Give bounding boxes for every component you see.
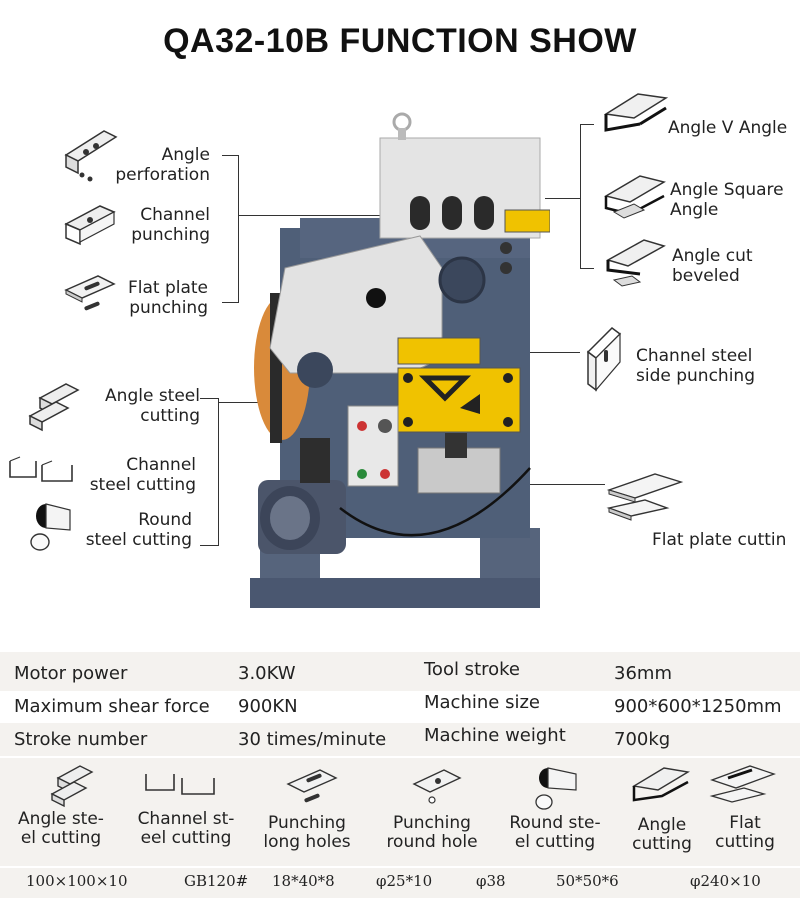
flat-plate-cutting-icon bbox=[606, 473, 684, 521]
spec-value: 3.0KW bbox=[238, 663, 296, 684]
function-label: Channel st-eel cutting bbox=[137, 809, 235, 848]
flat-plate-punching-icon bbox=[64, 275, 116, 311]
spec-row: Maximum shear force 900KN Machine size 9… bbox=[0, 691, 800, 723]
function-label: Round ste-el cutting bbox=[509, 813, 601, 852]
round-steel-cutting-icon bbox=[535, 767, 577, 810]
leader-line bbox=[530, 352, 580, 353]
function-row: Angle ste-el cutting Channel st-eel cutt… bbox=[0, 758, 800, 866]
channel-punching-icon bbox=[64, 205, 116, 246]
leader-line bbox=[200, 398, 218, 399]
spec-value: 30 times/minute bbox=[238, 729, 387, 750]
function-label: Angle ste-el cutting bbox=[18, 809, 104, 848]
spec-row: Stroke number 30 times/minute Machine we… bbox=[0, 724, 800, 756]
dimension-value: 18*40*8 bbox=[272, 872, 335, 890]
dimensions-row: 100×100×10 GB120# 18*40*8 φ25*10 φ38 50*… bbox=[0, 868, 800, 898]
channel-steel-side-punching-icon bbox=[586, 327, 622, 392]
spec-value: 700kg bbox=[614, 729, 671, 750]
spec-key: Stroke number bbox=[14, 729, 148, 750]
leader-line bbox=[580, 124, 594, 125]
angle-v-angle-icon bbox=[603, 93, 669, 132]
dimension-value: 50*50*6 bbox=[556, 872, 619, 890]
leader-line bbox=[222, 155, 238, 156]
spec-key: Motor power bbox=[14, 663, 128, 684]
label-flat-plate-cutting: Flat plate cuttin bbox=[652, 530, 787, 550]
spec-key: Maximum shear force bbox=[14, 696, 210, 717]
leader-line bbox=[545, 198, 580, 199]
leader-line bbox=[470, 484, 605, 485]
channel-steel-cutting-icon bbox=[145, 774, 215, 795]
leader-line bbox=[200, 545, 218, 546]
flat-cutting-icon bbox=[709, 765, 776, 803]
punching-long-holes-icon bbox=[286, 769, 338, 803]
leader-line bbox=[218, 398, 219, 546]
spec-key: Tool stroke bbox=[424, 659, 520, 680]
channel-steel-cutting-icon bbox=[9, 456, 73, 482]
spec-row: Motor power 3.0KW Tool stroke 36mm bbox=[0, 658, 800, 690]
spec-table: Motor power 3.0KW Tool stroke 36mm Maxim… bbox=[0, 652, 800, 756]
dimension-value: φ38 bbox=[476, 872, 506, 890]
punching-round-hole-icon bbox=[412, 769, 462, 804]
angle-cut-beveled-icon bbox=[606, 239, 666, 287]
angle-steel-cutting-icon bbox=[28, 383, 80, 432]
spec-key: Machine size bbox=[424, 692, 540, 713]
spec-value: 36mm bbox=[614, 663, 672, 684]
angle-cutting-icon bbox=[632, 767, 690, 802]
angle-steel-cutting-icon bbox=[50, 765, 94, 808]
dimension-value: φ25*10 bbox=[376, 872, 433, 890]
dimension-value: GB120# bbox=[184, 872, 249, 890]
leader-line bbox=[580, 268, 594, 269]
spec-value: 900*600*1250mm bbox=[614, 696, 782, 717]
dimension-value: φ240×10 bbox=[690, 872, 761, 890]
leader-line bbox=[238, 155, 239, 303]
label-angle-v-angle: Angle V Angle bbox=[668, 118, 788, 138]
dimension-value: 100×100×10 bbox=[26, 872, 128, 890]
leader-line bbox=[238, 215, 388, 216]
page-title: QA32-10B FUNCTION SHOW bbox=[163, 22, 637, 60]
angle-perforation-icon bbox=[64, 130, 118, 182]
machine-illustration bbox=[250, 112, 550, 608]
spec-value: 900KN bbox=[238, 696, 298, 717]
angle-square-angle-icon bbox=[604, 175, 666, 219]
round-steel-cutting-icon bbox=[30, 503, 71, 551]
leader-line bbox=[580, 124, 581, 269]
spec-key: Machine weight bbox=[424, 725, 566, 746]
leader-line bbox=[222, 302, 238, 303]
